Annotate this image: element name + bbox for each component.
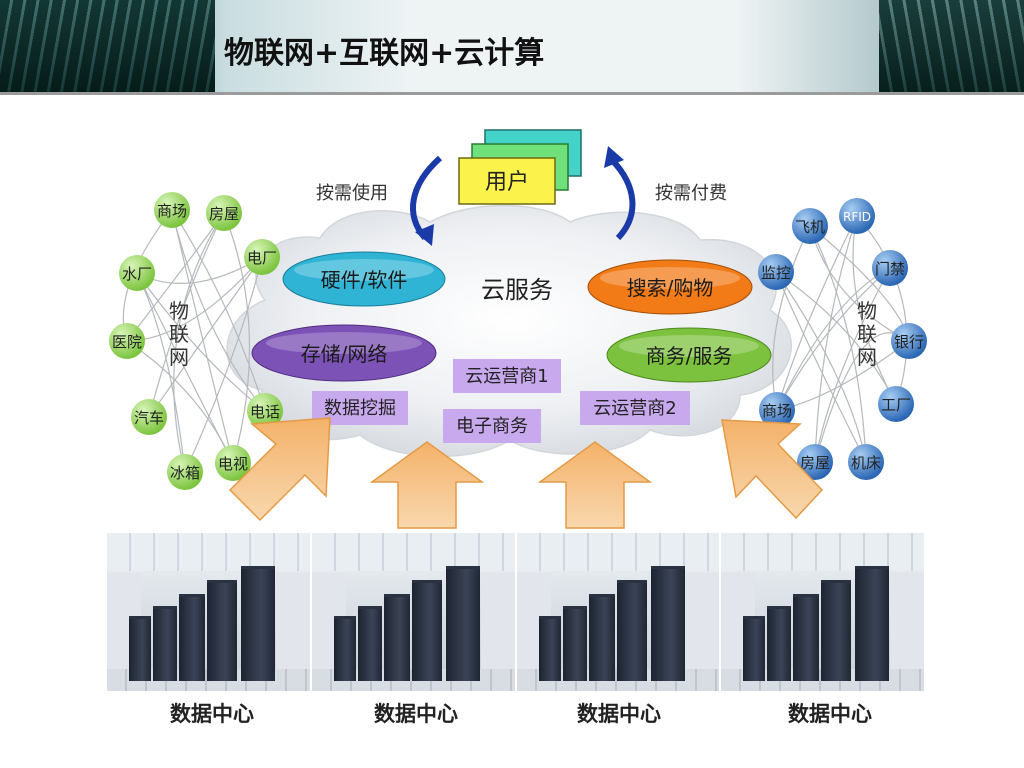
iot-node: 门禁 — [872, 250, 908, 286]
datacenter-photo — [311, 533, 517, 691]
building-image-right — [879, 0, 1024, 92]
svg-text:电厂: 电厂 — [247, 249, 277, 267]
pill-search-shopping: 搜索/购物 — [587, 259, 753, 315]
use-arrow — [410, 155, 443, 246]
iot-node: 房屋 — [797, 444, 833, 480]
iot-node: 监控 — [758, 254, 794, 290]
svg-text:监控: 监控 — [761, 264, 791, 282]
datacenter-photo — [721, 533, 924, 691]
on-demand-use-label: 按需使用 — [316, 183, 388, 204]
datacenter-label: 数据中心 — [170, 702, 254, 726]
up-arrow-2 — [369, 441, 485, 529]
iot-node: 商场 — [759, 392, 795, 428]
tag-cloud-operator-2: 云运营商2 — [580, 391, 690, 425]
iot-label-char: 网 — [857, 345, 877, 369]
svg-text:商场: 商场 — [157, 202, 187, 220]
svg-text:电视: 电视 — [218, 455, 248, 473]
cloud-service-label: 云服务 — [481, 276, 553, 304]
svg-text:医院: 医院 — [112, 333, 142, 351]
datacenter-label: 数据中心 — [577, 702, 661, 726]
pill-storage-network: 存储/网络 — [251, 324, 437, 382]
svg-text:电话: 电话 — [250, 403, 280, 421]
svg-text:门禁: 门禁 — [875, 260, 905, 278]
svg-text:房屋: 房屋 — [209, 205, 239, 223]
svg-text:RFID: RFID — [843, 210, 871, 224]
datacenter-photo — [107, 533, 312, 691]
iot-node: 汽车 — [131, 399, 167, 435]
building-image-left — [0, 0, 215, 92]
iot-node: 电话 — [247, 393, 283, 429]
up-arrow-4 — [721, 419, 824, 520]
iot-node: 房屋 — [206, 195, 242, 231]
left-iot-nodes: 商场 房屋 电厂 水厂 医院 电话 汽车 冰箱 电视 — [109, 192, 283, 490]
svg-text:冰箱: 冰箱 — [170, 464, 200, 482]
user-label: 用户 — [485, 170, 529, 195]
up-arrow-3 — [537, 441, 653, 529]
iot-node: 机床 — [848, 444, 884, 480]
pill-label: 硬件/软件 — [321, 268, 408, 292]
user-stack: 用户 — [458, 129, 582, 205]
right-iot-nodes: 飞机 RFID 门禁 监控 银行 工厂 商场 房屋 机床 — [758, 198, 927, 480]
pill-label: 搜索/购物 — [627, 276, 714, 300]
svg-text:飞机: 飞机 — [795, 218, 825, 236]
header-banner — [0, 0, 1024, 92]
iot-node: 医院 — [109, 323, 145, 359]
datacenter-photos — [107, 533, 924, 691]
svg-text:汽车: 汽车 — [134, 409, 164, 427]
iot-label-char: 网 — [169, 345, 189, 369]
tag-label: 云运营商1 — [465, 366, 548, 387]
svg-text:银行: 银行 — [894, 333, 924, 351]
pill-business-service: 商务/服务 — [606, 327, 772, 383]
pay-arrow — [604, 146, 636, 241]
iot-node: 飞机 — [792, 208, 828, 244]
datacenter-label: 数据中心 — [788, 702, 872, 726]
iot-node: 商场 — [154, 192, 190, 228]
pill-label: 存储/网络 — [301, 342, 388, 366]
tag-label: 云运营商2 — [593, 398, 676, 419]
svg-text:水厂: 水厂 — [122, 265, 152, 283]
iot-label-char: 物 — [857, 299, 877, 323]
iot-label-char: 联 — [169, 322, 189, 346]
tag-label: 数据挖掘 — [324, 398, 396, 419]
iot-label-char: 物 — [169, 299, 189, 323]
iot-node: 工厂 — [878, 386, 914, 422]
iot-node: RFID — [839, 198, 875, 234]
header-divider — [0, 92, 1024, 95]
left-iot-network — [122, 209, 266, 473]
on-demand-pay-label: 按需付费 — [655, 183, 727, 204]
tag-e-commerce: 电子商务 — [443, 409, 541, 443]
iot-node: 电厂 — [244, 239, 280, 275]
up-arrow-1 — [228, 417, 331, 522]
iot-node: 水厂 — [119, 255, 155, 291]
right-iot-label: 物 联 网 — [857, 299, 877, 369]
pill-label: 商务/服务 — [646, 344, 733, 368]
datacenter-photo — [516, 533, 722, 691]
tag-data-mining: 数据挖掘 — [312, 391, 408, 425]
cloud-diagram: 用户 按需使用 按需付费 云服务 硬件/软件 存储/网络 搜索/购物 商务/服务… — [109, 129, 927, 529]
iot-node: 电视 — [215, 445, 251, 481]
left-iot-label: 物 联 网 — [169, 299, 189, 369]
slide-title: 物联网+互联网+云计算 — [224, 36, 545, 71]
datacenter-label: 数据中心 — [374, 702, 458, 726]
pill-hardware-software: 硬件/软件 — [282, 251, 446, 307]
svg-text:机床: 机床 — [851, 454, 881, 472]
tag-cloud-operator-1: 云运营商1 — [453, 359, 561, 393]
iot-node: 银行 — [891, 323, 927, 359]
svg-text:商场: 商场 — [762, 402, 792, 420]
tag-label: 电子商务 — [456, 416, 528, 437]
svg-text:房屋: 房屋 — [800, 454, 830, 472]
svg-text:工厂: 工厂 — [881, 396, 911, 414]
iot-node: 冰箱 — [167, 454, 203, 490]
iot-label-char: 联 — [857, 322, 877, 346]
